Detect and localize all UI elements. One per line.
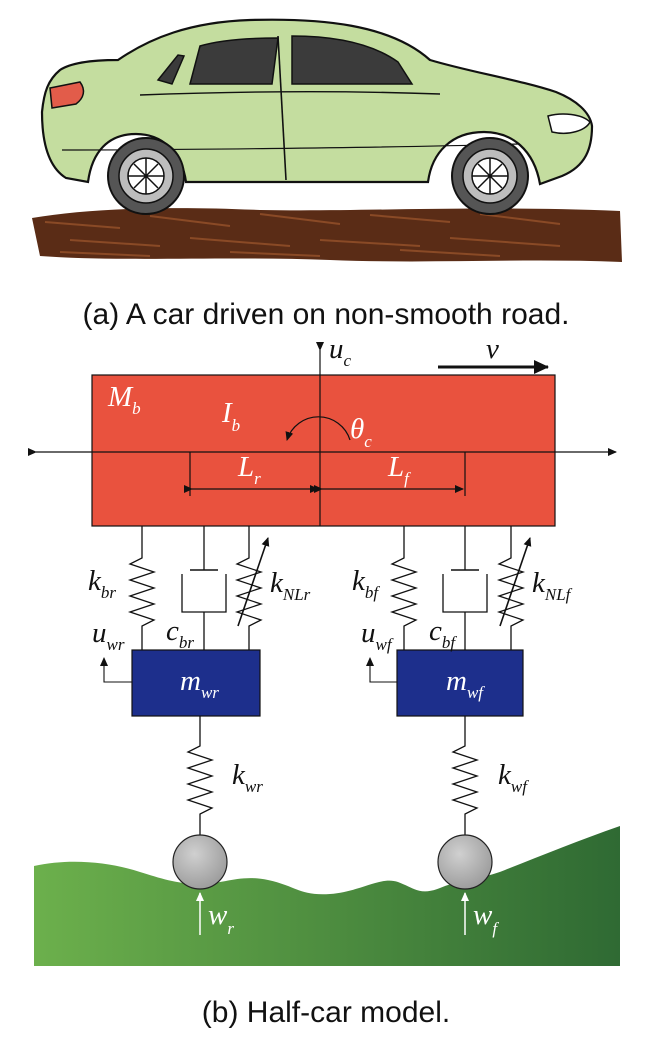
caption-a: (a) A car driven on non-smooth road. <box>83 298 570 331</box>
car-window-front <box>291 35 414 85</box>
label-ib: Ib <box>221 397 240 435</box>
label-kwr: kwr <box>232 759 263 796</box>
label-mb: Mb <box>107 381 141 418</box>
car-wheel-rear <box>107 137 185 215</box>
head-light <box>547 113 591 134</box>
label-uc: uc <box>329 333 352 370</box>
rear-wheel-mass <box>131 649 261 717</box>
rear-suspension <box>100 526 270 840</box>
road-dirt <box>32 208 622 262</box>
car-window-middle <box>189 37 279 85</box>
rear-tire <box>172 834 228 890</box>
label-kwf: kwf <box>498 759 529 796</box>
ground <box>34 826 620 966</box>
label-wf: wf <box>473 899 499 938</box>
label-theta-c: θc <box>350 413 372 451</box>
body-mass-block <box>91 374 556 527</box>
car-window-rear <box>156 54 186 85</box>
front-wheel-mass <box>396 649 524 717</box>
label-kbf: kbf <box>352 565 380 602</box>
label-uwr: uwr <box>92 617 125 654</box>
car-wheel-front <box>451 137 529 215</box>
label-cbr: cbr <box>166 615 194 652</box>
rotation-arc <box>285 416 351 441</box>
label-mwr: mwr <box>180 665 219 702</box>
label-knlr: kNLr <box>270 567 311 604</box>
label-wr: wr <box>208 899 234 938</box>
label-v: v <box>486 333 499 365</box>
label-cbf: cbf <box>429 615 457 652</box>
label-kbr: kbr <box>88 565 116 602</box>
tail-light <box>49 81 85 109</box>
label-mwf: mwf <box>446 665 485 702</box>
label-lf: Lf <box>387 451 411 488</box>
label-knlf: kNLf <box>532 567 573 604</box>
car-illustration <box>32 18 622 262</box>
front-tire <box>437 834 493 890</box>
label-lr: Lr <box>237 451 261 488</box>
caption-b: (b) Half-car model. <box>202 996 450 1029</box>
front-suspension <box>366 526 532 840</box>
label-uwf: uwf <box>361 617 394 654</box>
